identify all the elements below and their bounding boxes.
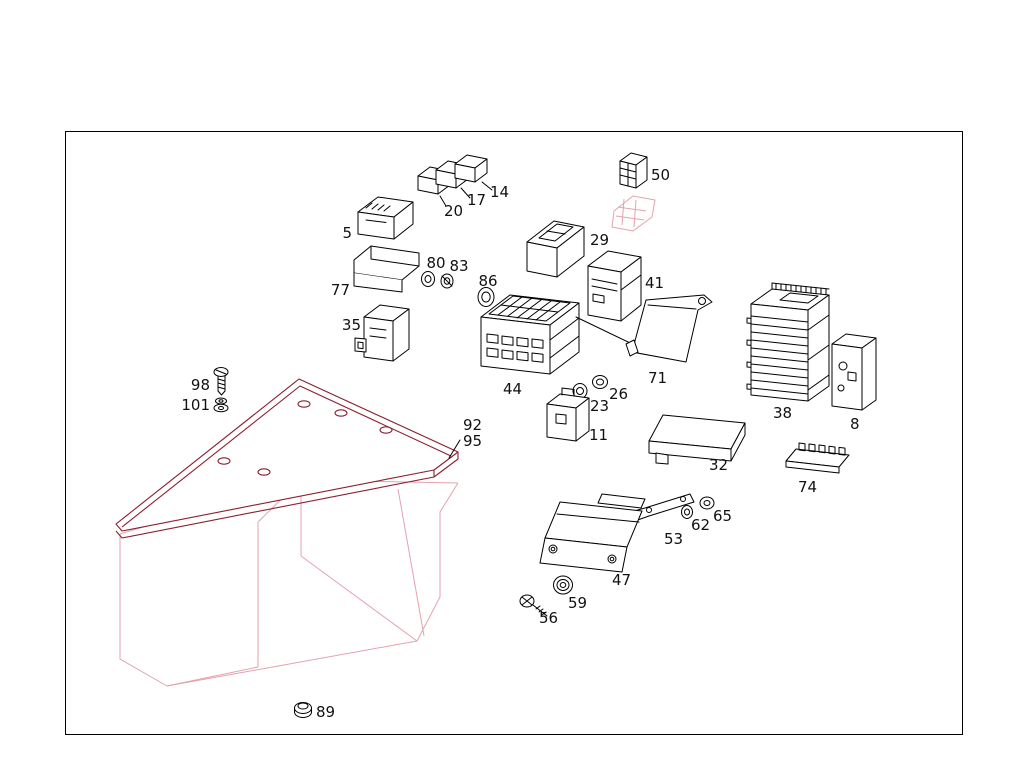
part-label-20: 20 <box>444 202 463 220</box>
part-label-44: 44 <box>503 380 522 398</box>
part-label-53: 53 <box>664 530 683 548</box>
part-label-56: 56 <box>539 609 558 627</box>
diagram-border <box>65 131 963 735</box>
part-label-101: 101 <box>181 396 210 414</box>
part-11-bracket <box>546 387 590 442</box>
part-50-relay <box>619 152 648 189</box>
part-41-control-unit <box>587 250 642 322</box>
part-label-8: 8 <box>850 415 860 433</box>
part-label-83: 83 <box>449 257 468 275</box>
part-label-80: 80 <box>426 254 445 272</box>
part-labels: 5 20 17 14 50 29 77 80 83 86 41 35 44 71… <box>181 166 859 721</box>
part-71-plate <box>625 294 713 363</box>
ghost-part-outline <box>611 195 656 232</box>
part-62-grommet <box>681 505 693 519</box>
part-56-screw <box>519 594 548 617</box>
part-label-98: 98 <box>191 376 210 394</box>
part-38-control-unit <box>746 282 830 402</box>
part-77-bracket <box>353 245 420 293</box>
part-label-47: 47 <box>612 571 631 589</box>
part-label-65: 65 <box>713 507 732 525</box>
part-101-washers <box>213 397 229 413</box>
part-26-nut <box>592 375 608 389</box>
part-label-5: 5 <box>342 224 352 242</box>
leader-line-92-95 <box>448 439 461 459</box>
part-35-relay <box>354 304 410 362</box>
part-8-module <box>831 333 877 411</box>
part-label-50: 50 <box>651 166 670 184</box>
part-89-grommet <box>294 702 312 718</box>
part-label-77: 77 <box>331 281 350 299</box>
part-label-89: 89 <box>316 703 335 721</box>
part-label-14: 14 <box>490 183 509 201</box>
part-86-grommet <box>477 287 495 307</box>
part-47-bracket <box>539 493 646 573</box>
part-label-59: 59 <box>568 594 587 612</box>
part-label-92: 92 <box>463 416 482 434</box>
part-label-11: 11 <box>589 426 608 444</box>
part-label-23: 23 <box>590 397 609 415</box>
part-label-71: 71 <box>648 369 667 387</box>
part-label-41: 41 <box>645 274 664 292</box>
part-label-17: 17 <box>467 191 486 209</box>
part-label-35: 35 <box>342 316 361 334</box>
part-32-module <box>648 414 746 465</box>
part-74-connector <box>785 442 850 474</box>
part-label-74: 74 <box>798 478 817 496</box>
part-label-38: 38 <box>773 404 792 422</box>
part-80-ring <box>421 271 435 287</box>
part-label-62: 62 <box>691 516 710 534</box>
part-label-29: 29 <box>590 231 609 249</box>
part-59-grommet <box>553 575 573 595</box>
part-44-fuse-box <box>480 294 580 375</box>
part-label-86: 86 <box>478 272 497 290</box>
cover-panel <box>115 378 459 539</box>
part-5-relay <box>357 196 414 240</box>
part-14-relay <box>454 154 493 191</box>
part-label-26: 26 <box>609 385 628 403</box>
part-98-screw <box>213 367 229 396</box>
part-label-32: 32 <box>709 456 728 474</box>
part-label-95: 95 <box>463 432 482 450</box>
part-65-nut <box>699 496 715 510</box>
part-83-nut <box>440 273 454 289</box>
part-29-module <box>526 220 585 278</box>
